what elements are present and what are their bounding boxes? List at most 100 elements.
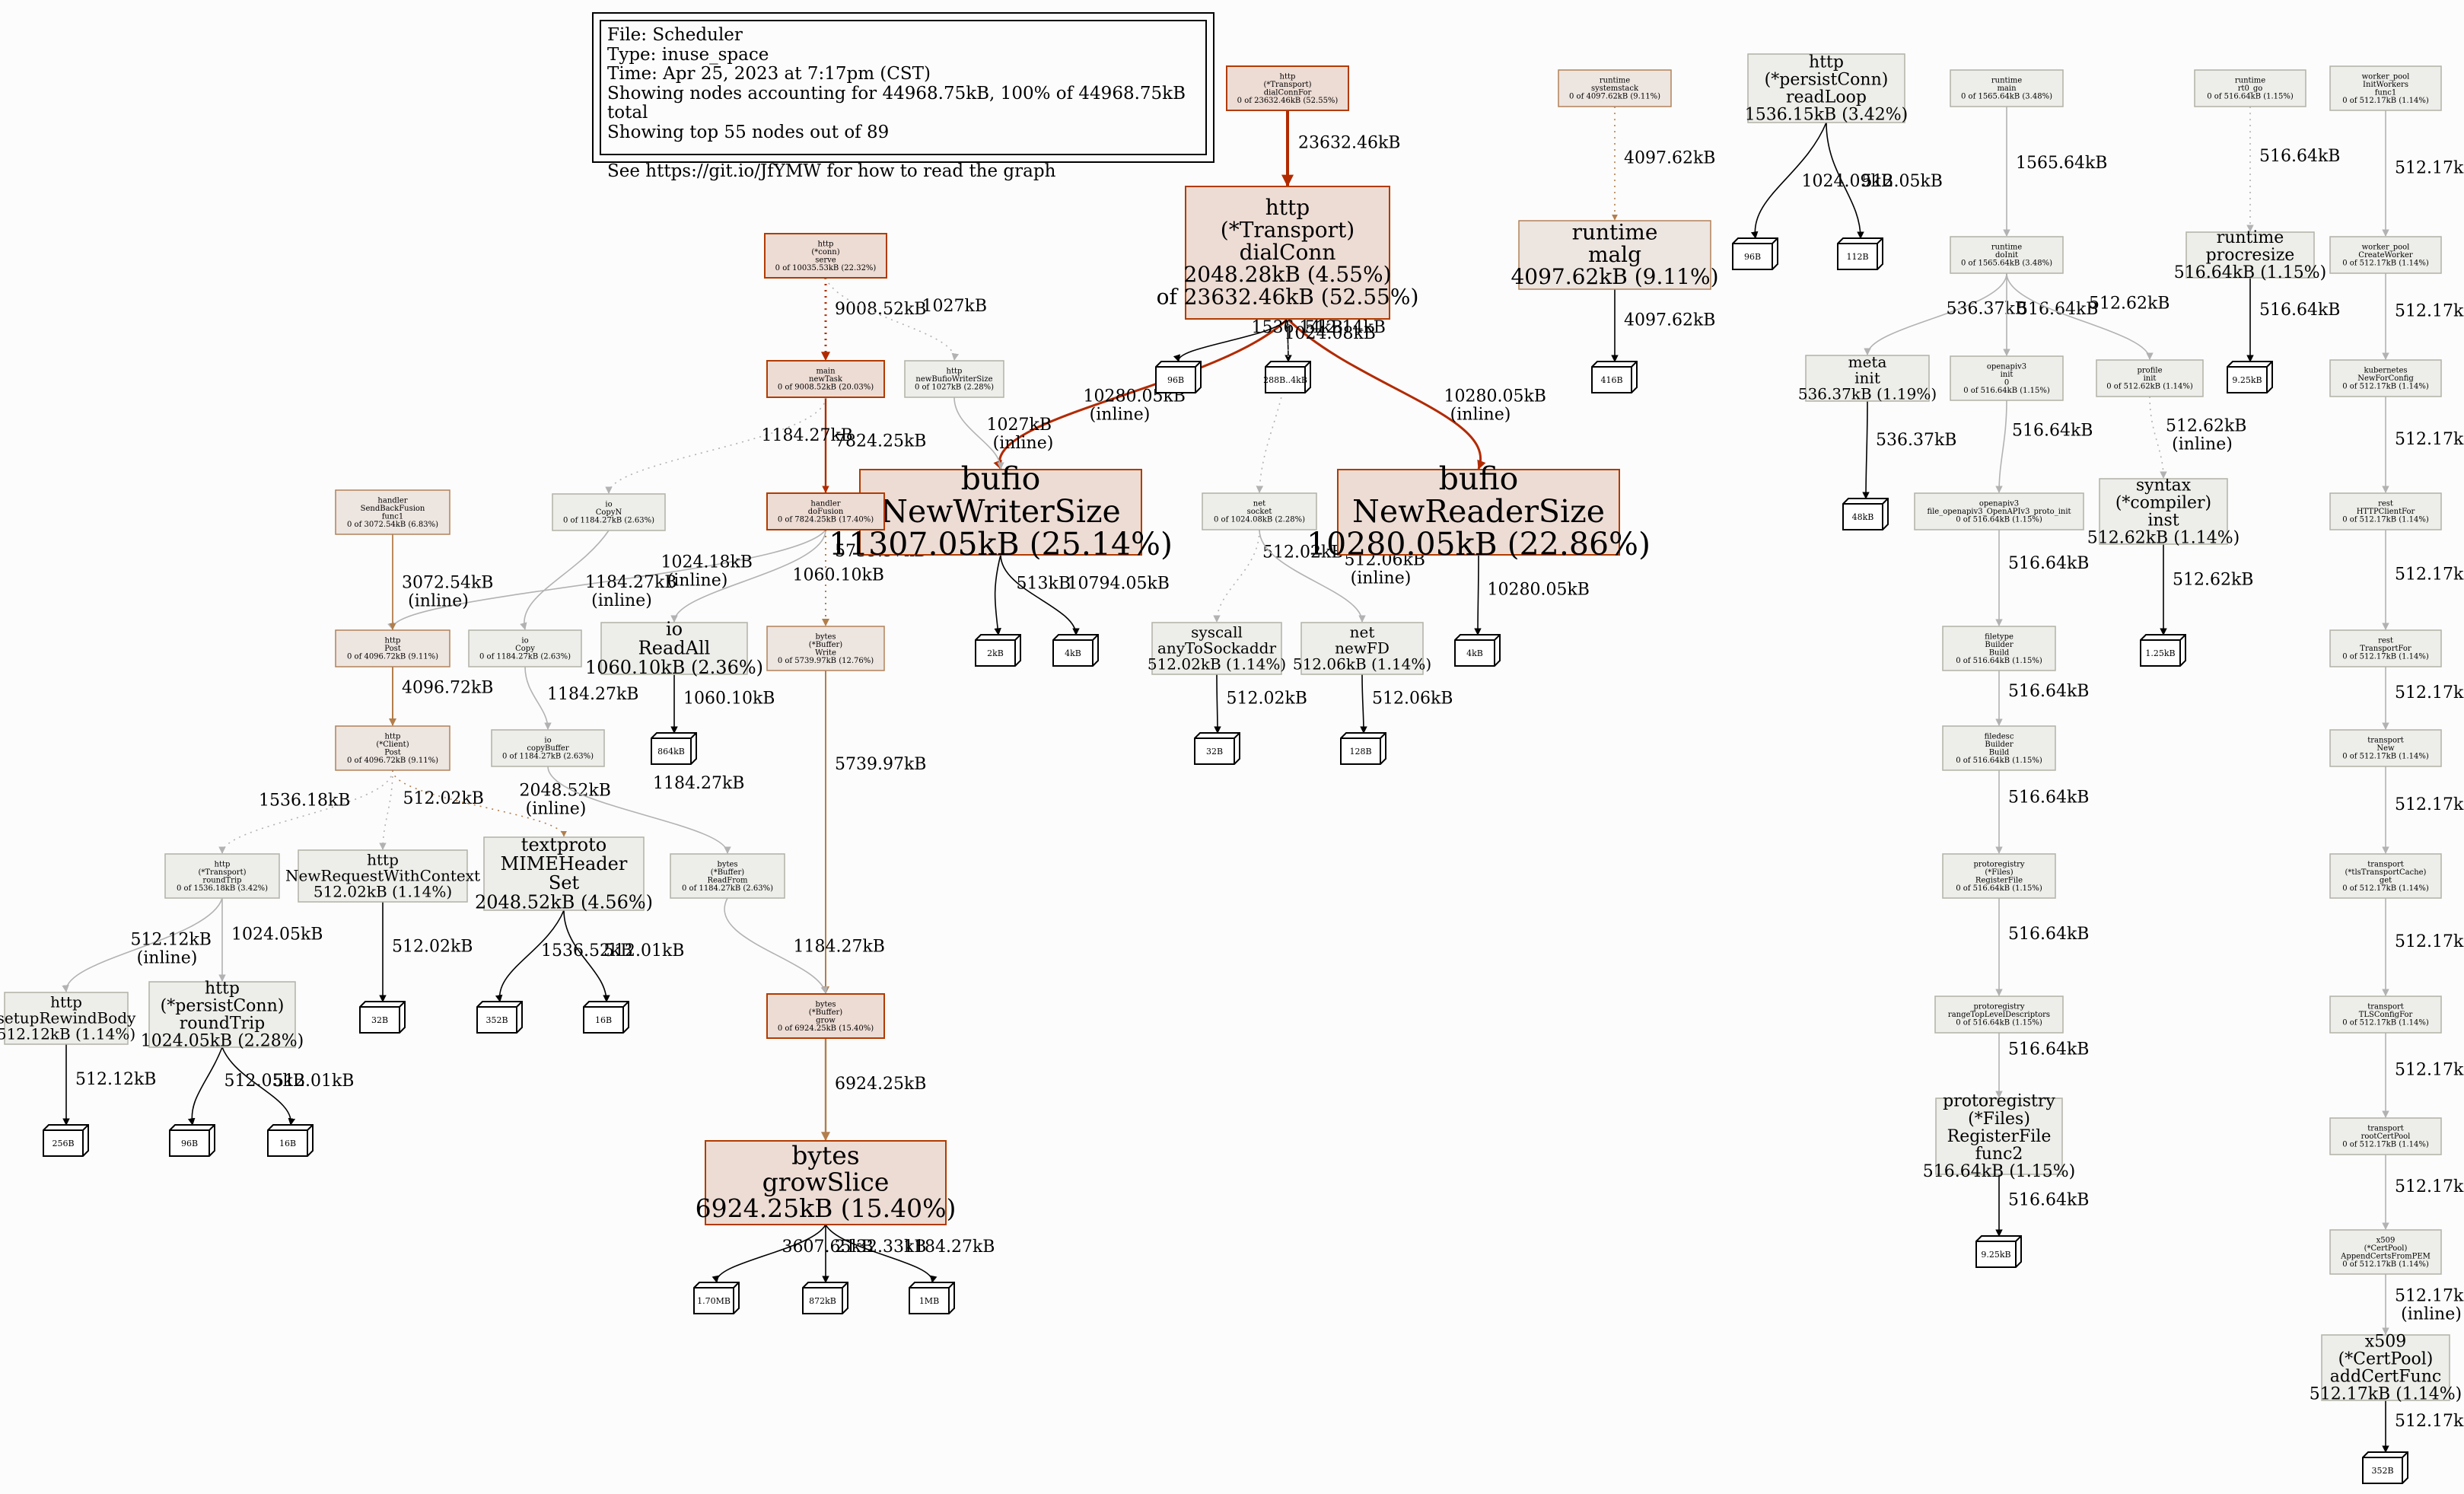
leaf-leaf_256b[interactable]: 256B <box>43 1124 89 1157</box>
edge-label: 1184.27kB <box>762 426 853 445</box>
legend-help-link[interactable]: See https://git.io/JfYMW for how to read… <box>607 161 1056 181</box>
edge-37: 513kB <box>994 554 1071 636</box>
leaf-leaf_96b_pc[interactable]: 96B <box>169 1124 215 1157</box>
leaf-leaf_1mb[interactable]: 1MB <box>909 1282 955 1314</box>
edge-label: 512.17kB <box>2395 795 2464 814</box>
leaf-leaf_872kb[interactable]: 872kB <box>802 1282 848 1314</box>
leaf-leaf_925kb_pr[interactable]: 9.25kB <box>1975 1235 2022 1268</box>
leaf-leaf_4kb_r[interactable]: 4kB <box>1454 634 1501 667</box>
leaf-leaf_16b_pc[interactable]: 16B <box>267 1124 314 1157</box>
edge-20: 1536.18kB <box>218 769 393 854</box>
node-box <box>2329 729 2442 767</box>
node-openapiv3_protoinit[interactable]: openapiv3file_openapiv3_OpenAPIv3_proto_… <box>1914 492 2084 530</box>
leaf-leaf_2kb[interactable]: 2kB <box>975 634 1021 667</box>
leaf-leaf_32b_sys[interactable]: 32B <box>1194 732 1240 765</box>
leaf-leaf_16b_mime[interactable]: 16B <box>583 1001 629 1034</box>
leaf-leaf_352b_x509[interactable]: 352B <box>2362 1451 2408 1484</box>
edge-label: 512.14kB <box>1305 318 1386 337</box>
leaf-box-icon <box>802 1282 848 1314</box>
leaf-leaf_96b_rl[interactable]: 96B <box>1732 237 1778 270</box>
leaf-leaf_170mb[interactable]: 1.70MB <box>693 1282 740 1314</box>
edge-68: 512.17kB <box>2382 667 2464 730</box>
node-label-line: func1 <box>2375 88 2397 97</box>
leaf-leaf_925kb_proc[interactable]: 9.25kB <box>2227 361 2273 393</box>
leaf-leaf_48kb[interactable]: 48kB <box>1842 498 1889 530</box>
leaf-leaf_32b_req[interactable]: 32B <box>359 1001 406 1034</box>
leaf-leaf_96b_dc[interactable]: 96B <box>1155 361 1202 393</box>
leaf-leaf_112b[interactable]: 112B <box>1837 237 1883 270</box>
leaf-box-icon <box>43 1124 89 1157</box>
leaf-box-icon <box>2140 634 2186 667</box>
leaf-leaf_125kb[interactable]: 1.25kB <box>2140 634 2186 667</box>
leaf-leaf_416b[interactable]: 416B <box>1591 361 1638 393</box>
leaf-leaf_128b[interactable]: 128B <box>1340 732 1386 765</box>
leaf-leaf_4kb_w[interactable]: 4kB <box>1052 634 1099 667</box>
node-label-line: doInit <box>1995 251 2018 260</box>
node-protoregistry_registerfile_func2[interactable]: protoregistry(*Files)RegisterFilefunc251… <box>1923 1092 2076 1181</box>
edge-label: 4097.62kB <box>1624 311 1715 330</box>
leaf-leaf_288k[interactable]: 288B..4kB <box>1263 361 1311 393</box>
leaf-leaf_864kb[interactable]: 864kB <box>651 732 697 765</box>
leaf-leaf_352b_mime[interactable]: 352B <box>476 1001 523 1034</box>
node-label-line: RegisterFile <box>1947 1127 2052 1146</box>
node-label-line: 0 <box>2004 378 2009 387</box>
leaf-label: 352B <box>485 1015 508 1025</box>
node-label-line: 536.37kB (1.19%) <box>1798 384 1937 403</box>
node-label-line: 0 of 512.17kB (1.14%) <box>2342 383 2429 391</box>
